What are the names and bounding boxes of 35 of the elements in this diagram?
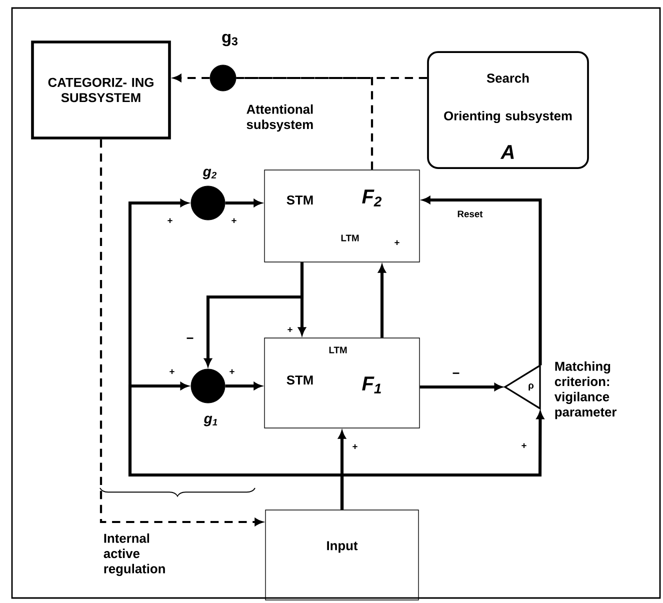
- subsystem-box: CATEGORIZ- ING SUBSYSTEM: [31, 40, 171, 140]
- sign-label: +: [170, 369, 174, 374]
- box-label: Orienting subsystem: [444, 110, 572, 124]
- sign-label: +: [168, 218, 172, 224]
- arrow: [174, 74, 210, 82]
- sign-label: +: [352, 444, 358, 450]
- arrow: [225, 382, 262, 390]
- box-label: LTM: [341, 234, 359, 242]
- gain-label: g$_{3}$: [222, 34, 238, 46]
- box-label: LTM: [329, 346, 347, 354]
- sign-label: +: [522, 443, 526, 448]
- arrow: [204, 262, 304, 366]
- caption-text: Matching criterion: vigilance parameter: [554, 361, 617, 420]
- arrow: [225, 199, 262, 207]
- annotation-text: Attentional subsystem: [246, 104, 313, 132]
- sign-label: −: [186, 338, 194, 339]
- gain-label: g$_{1}$: [204, 416, 218, 426]
- arrow: [420, 383, 502, 391]
- box-label: Search: [486, 73, 529, 83]
- box-label: STM: [286, 195, 313, 205]
- arrow: [100, 139, 262, 526]
- box-label: F$_{1}$: [362, 376, 381, 394]
- sign-label: −: [452, 372, 460, 374]
- box-label: A: [500, 145, 514, 159]
- arrow: [378, 265, 386, 338]
- arrow: [338, 431, 346, 510]
- sign-label: +: [394, 240, 400, 246]
- annotation-text: Internal active regulation: [104, 533, 165, 576]
- box-label: F$_{2}$: [362, 190, 382, 206]
- input-box: Input: [265, 510, 419, 600]
- arrow: [422, 196, 542, 366]
- box-label: STM: [286, 375, 313, 385]
- edge-label: Reset: [456, 210, 484, 218]
- gain-label: g$_{2}$: [202, 168, 216, 180]
- sign-label: +: [232, 218, 236, 224]
